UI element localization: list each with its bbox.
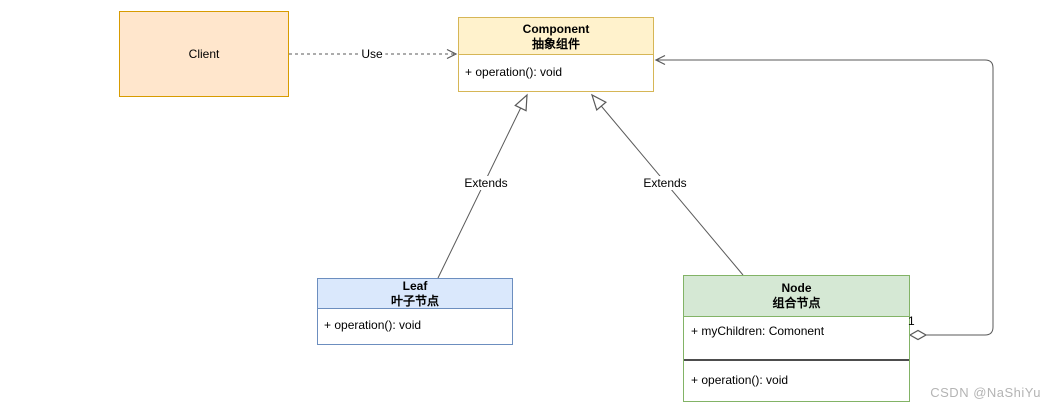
class-name: Client (188, 47, 220, 61)
class-name: Leaf (402, 279, 428, 293)
class-box-component: Component 抽象组件 + operation(): void (458, 17, 654, 92)
aggregation-connector (656, 60, 994, 335)
edge-label-use: Use (358, 47, 386, 61)
class-name-cn: 叶子节点 (390, 294, 439, 308)
edge-label-extends-node: Extends (640, 176, 690, 190)
class-name-cn: 组合节点 (772, 296, 821, 310)
class-header: Component 抽象组件 (459, 18, 653, 55)
class-operation: + operation(): void (324, 318, 422, 332)
class-box-node: Node 组合节点 + myChildren: Comonent + opera… (683, 275, 910, 402)
edge-label-extends-leaf: Extends (461, 176, 511, 190)
watermark-text: CSDN @NaShiYu (930, 385, 1041, 400)
class-attribute: + myChildren: Comonent (684, 317, 909, 361)
class-box-leaf: Leaf 叶子节点 + operation(): void (317, 278, 513, 345)
class-name-cn: 抽象组件 (531, 37, 580, 51)
class-header: Leaf 叶子节点 (318, 279, 512, 309)
class-name: Component (522, 22, 590, 36)
class-operation: + operation(): void (465, 65, 563, 79)
class-header: Node 组合节点 (684, 276, 909, 317)
class-name: Node (781, 281, 812, 295)
class-box-client: Client (119, 11, 289, 97)
multiplicity-label: 1 (908, 314, 915, 328)
class-operation: + operation(): void (691, 373, 789, 387)
